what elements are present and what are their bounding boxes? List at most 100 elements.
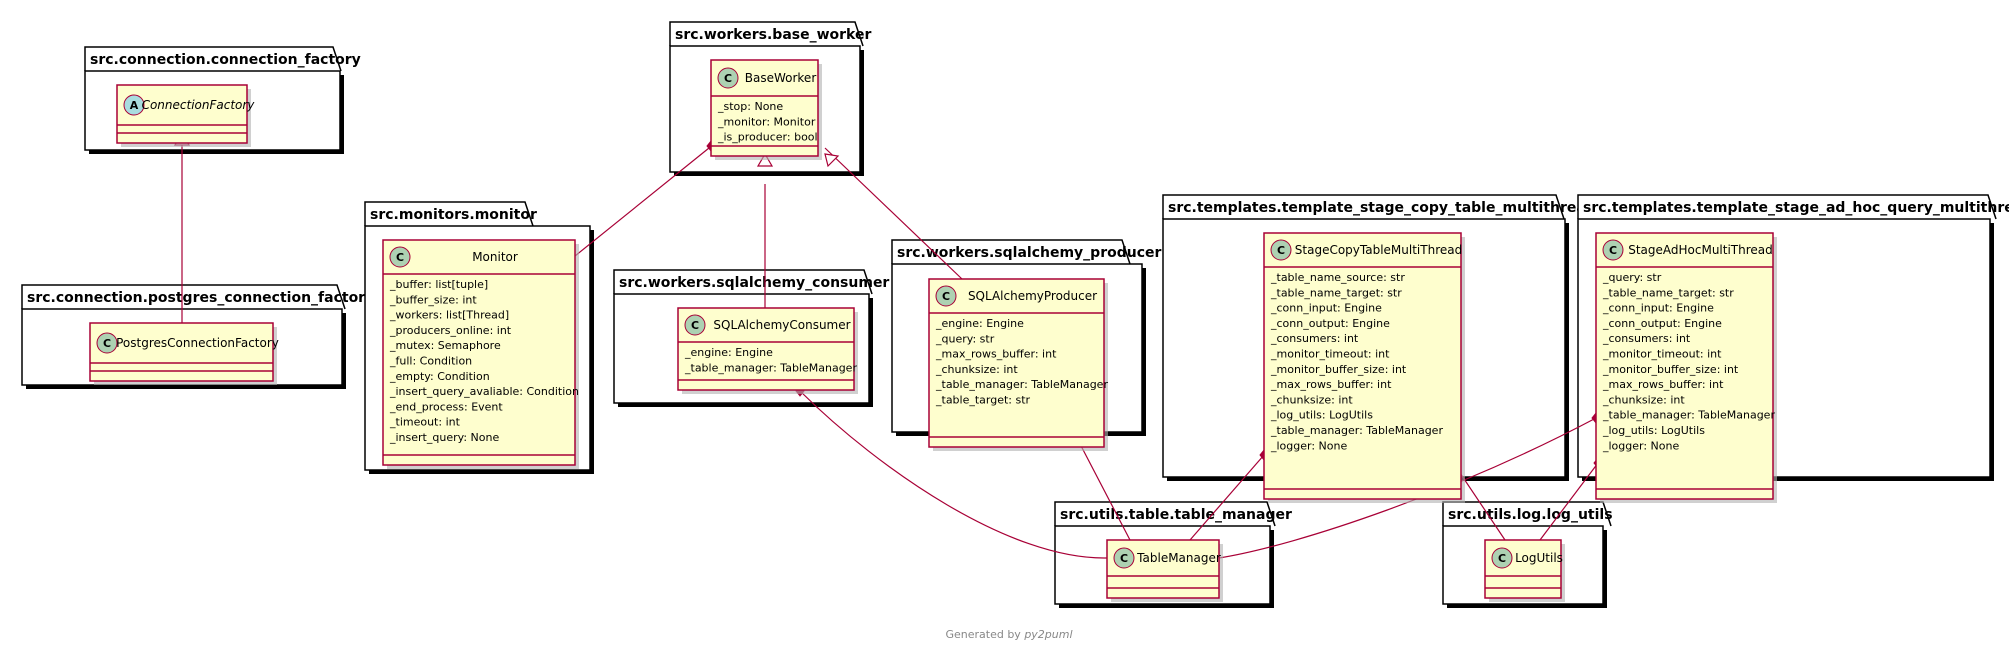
class-attribute: _table_manager: TableManager: [1602, 409, 1775, 422]
class-attribute: _workers: list[Thread]: [389, 309, 509, 322]
package-title: src.workers.base_worker: [675, 27, 871, 43]
class-attribute: _table_manager: TableManager: [935, 378, 1108, 391]
package-tab: [1054, 501, 1276, 527]
class-attribute: _consumers: int: [1602, 332, 1691, 345]
class-name: ConnectionFactory: [142, 98, 256, 112]
package-tab: [669, 21, 864, 47]
class-attribute: _monitor_timeout: int: [1270, 348, 1390, 361]
class-attribute: _monitor_timeout: int: [1602, 348, 1722, 361]
class-attribute: _timeout: int: [389, 416, 461, 429]
class-attribute: _table_target: str: [935, 394, 1031, 407]
class-attribute: _max_rows_buffer: int: [1270, 378, 1392, 391]
class-table-manager[interactable]: C TableManager: [1106, 539, 1223, 602]
class-attribute: _insert_query: None: [389, 431, 499, 444]
class-attribute: _end_process: Event: [389, 400, 503, 413]
class-box: [89, 322, 274, 382]
class-attribute: _max_rows_buffer: int: [935, 348, 1057, 361]
class-name: TableManager: [1136, 551, 1221, 565]
class-attribute: _buffer_size: int: [389, 293, 477, 306]
package-title: src.templates.template_stage_ad_hoc_quer…: [1583, 200, 2009, 216]
class-attribute: _full: Condition: [389, 355, 472, 368]
class-attribute: _logger: None: [1602, 439, 1679, 452]
class-attribute: _table_manager: TableManager: [1270, 424, 1443, 437]
class-attribute: _table_name_target: str: [1270, 286, 1402, 299]
package-title: src.utils.table.table_manager: [1060, 507, 1292, 523]
class-attribute: _chunksize: int: [1270, 393, 1353, 406]
class-attribute: _is_producer: bool: [717, 131, 818, 144]
stereotype-letter: C: [103, 337, 111, 350]
footer-prefix: Generated by: [945, 628, 1024, 641]
package-tab: [1577, 194, 1997, 220]
class-attribute: _logger: None: [1270, 439, 1347, 452]
class-attribute: _mutex: Semaphore: [389, 339, 501, 352]
class-icon: [717, 67, 739, 89]
class-attribute: _log_utils: LogUtils: [1270, 409, 1373, 422]
class-name: SQLAlchemyConsumer: [713, 318, 850, 332]
package-title: src.utils.log.log_utils: [1448, 507, 1613, 523]
relation-line: [574, 147, 710, 257]
class-icon: [684, 314, 706, 336]
class-attribute: _engine: Engine: [935, 317, 1024, 330]
class-icon: [96, 332, 118, 354]
class-box: [382, 239, 576, 466]
package-title: src.templates.template_stage_copy_table_…: [1168, 200, 1596, 216]
package-tab: [21, 284, 346, 310]
stereotype-letter: C: [1120, 552, 1128, 565]
class-attribute: _engine: Engine: [684, 346, 773, 359]
footer-tool: py2puml: [1023, 628, 1072, 641]
class-icon: [935, 285, 957, 307]
stereotype-letter: C: [691, 319, 699, 332]
class-attribute: _conn_output: Engine: [1602, 317, 1722, 330]
class-box: [677, 307, 855, 391]
package-tab: [1442, 501, 1612, 527]
class-attribute: _monitor_buffer_size: int: [1270, 363, 1407, 376]
class-attribute: _monitor_buffer_size: int: [1602, 363, 1739, 376]
class-box: [928, 278, 1105, 448]
class-icon: [1491, 547, 1513, 569]
stereotype-letter: C: [1277, 244, 1285, 257]
package-title: src.connection.connection_factory: [90, 52, 361, 68]
class-icon: [389, 246, 411, 268]
package-tab: [84, 46, 342, 72]
relation-inheritance-sqlalchemyproducer-to-baseworker: [824, 147, 963, 280]
class-attribute: _table_name_target: str: [1602, 286, 1734, 299]
class-box: [1484, 539, 1562, 599]
stereotype-letter: A: [130, 99, 139, 112]
package-title: src.workers.sqlalchemy_consumer: [619, 275, 889, 291]
package-tab: [891, 239, 1131, 265]
class-attribute: _chunksize: int: [1602, 393, 1685, 406]
stereotype-letter: C: [1498, 552, 1506, 565]
relation-line: [1539, 462, 1599, 541]
class-attribute: _empty: Condition: [389, 370, 490, 383]
class-attribute: _conn_input: Engine: [1270, 302, 1382, 315]
class-attribute: _consumers: int: [1270, 332, 1359, 345]
stereotype-letter: C: [724, 72, 732, 85]
class-attribute: _chunksize: int: [935, 363, 1018, 376]
relation-line: [1218, 417, 1597, 559]
class-attribute: _insert_query_avaliable: Condition: [389, 385, 579, 398]
package-tab: [364, 201, 534, 227]
class-attribute: _buffer: list[tuple]: [389, 278, 488, 291]
class-icon: [1602, 239, 1624, 261]
stereotype-letter: C: [396, 251, 404, 264]
class-attribute: _query: str: [1602, 271, 1662, 284]
class-name: BaseWorker: [745, 71, 817, 85]
class-icon: [1113, 547, 1135, 569]
class-attribute: _table_name_source: str: [1270, 271, 1405, 284]
class-icon: [1270, 239, 1292, 261]
package-tab: [613, 269, 873, 295]
class-box: [1595, 232, 1774, 500]
class-attribute: _producers_online: int: [389, 324, 512, 337]
package-title: src.connection.postgres_connection_facto…: [27, 290, 374, 306]
package-title: src.workers.sqlalchemy_producer: [897, 245, 1161, 261]
